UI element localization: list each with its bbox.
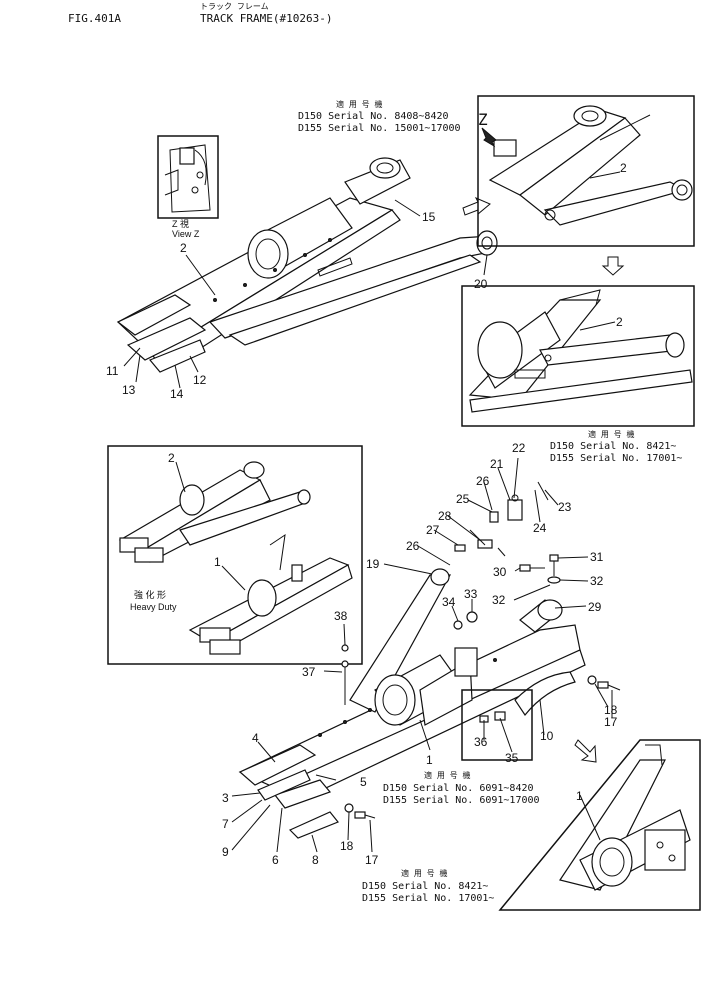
- callout-32-left: 32: [492, 593, 506, 607]
- callout-17-right: 17: [604, 715, 618, 729]
- callout-18-lower: 18: [340, 839, 354, 853]
- callout-38: 38: [334, 609, 348, 623]
- z-view-marker: Z: [478, 110, 488, 129]
- track-frame-top-drawing: [116, 157, 498, 373]
- detail-box-bottom: [498, 739, 701, 911]
- callout-21: 21: [490, 457, 504, 471]
- callout-11: 11: [106, 364, 119, 378]
- callout-2-heavy: 2: [168, 451, 175, 465]
- callout-34: 34: [442, 595, 456, 609]
- callout-30: 30: [493, 565, 507, 579]
- serial-block-3-line-2: D155 Serial No. 6091~17000: [383, 795, 540, 806]
- heavy-duty-box: [107, 445, 363, 665]
- callout-2-detail-upper: 2: [620, 161, 627, 175]
- detail-box-upper: [477, 95, 695, 247]
- view-z-inset: [157, 135, 219, 219]
- callout-36: 36: [474, 735, 488, 749]
- callout-3: 3: [222, 791, 229, 805]
- callout-10: 10: [540, 729, 554, 743]
- callout-13: 13: [122, 383, 136, 397]
- callout-35: 35: [505, 751, 519, 765]
- callout-14: 14: [170, 387, 184, 401]
- serial-block-2-line-1: D150 Serial No. 8421~: [550, 441, 676, 452]
- callout-25: 25: [456, 492, 470, 506]
- title-jp: トラック フレーム: [200, 2, 269, 11]
- serial-block-4-line-2: D155 Serial No. 17001~: [362, 893, 494, 904]
- figure-number: FIG.401A: [68, 12, 121, 25]
- track-frame-exploded-drawing: [238, 568, 586, 839]
- callout-numbers: 2 15 20 11 13 12 14 2 2 2 1 22 21 23 24 …: [106, 161, 627, 867]
- leader-lines: [123, 171, 621, 853]
- inset-box-35-36: [461, 689, 533, 761]
- callout-8: 8: [312, 853, 319, 867]
- serial-block-2-jp: 適 用 号 機: [588, 429, 634, 439]
- callout-15: 15: [422, 210, 436, 224]
- heavy-duty-jp: 強 化 形: [134, 589, 166, 600]
- callout-26-upper: 26: [476, 474, 490, 488]
- serial-block-3-line-1: D150 Serial No. 6091~8420: [383, 783, 534, 794]
- callout-18-right: 18: [604, 703, 618, 717]
- callout-37: 37: [302, 665, 316, 679]
- callout-9: 9: [222, 845, 229, 859]
- callout-26-lower: 26: [406, 539, 420, 553]
- callout-33: 33: [464, 587, 478, 601]
- figure-title: TRACK FRAME(#10263-): [200, 12, 332, 25]
- arrow-to-lower-detail-icon: [574, 739, 597, 763]
- callout-2-detail-lower: 2: [616, 315, 623, 329]
- callout-12: 12: [193, 373, 207, 387]
- bolt-35-icon: [494, 711, 506, 721]
- heavy-duty-label: Heavy Duty: [130, 602, 177, 612]
- callout-19: 19: [366, 557, 380, 571]
- callout-23: 23: [558, 500, 572, 514]
- serial-block-1-line-1: D150 Serial No. 8408~8420: [298, 111, 449, 122]
- callout-1-detail: 1: [576, 789, 583, 803]
- serial-block-1-line-2: D155 Serial No. 15001~17000: [298, 123, 461, 134]
- callout-5: 5: [360, 775, 367, 789]
- callout-29: 29: [588, 600, 602, 614]
- callout-27: 27: [426, 523, 440, 537]
- serial-block-2-line-2: D155 Serial No. 17001~: [550, 453, 682, 464]
- serial-block-1-jp: 適 用 号 機: [336, 99, 382, 109]
- serial-block-4-jp: 適 用 号 機: [401, 868, 447, 878]
- view-z-jp: Z 視: [172, 218, 189, 229]
- detail-box-lower: [461, 285, 695, 427]
- callout-17-lower: 17: [365, 853, 379, 867]
- callout-7: 7: [222, 817, 229, 831]
- callout-31: 31: [590, 550, 604, 564]
- callout-1-heavy: 1: [214, 555, 221, 569]
- callout-32-right: 32: [590, 574, 604, 588]
- callout-28: 28: [438, 509, 452, 523]
- arrow-down-icon: [601, 256, 625, 276]
- hardware-items: [341, 481, 621, 819]
- callout-2-top: 2: [180, 241, 187, 255]
- arrow-to-detail-icon: [462, 197, 491, 216]
- view-z-label: View Z: [172, 229, 200, 239]
- callout-22: 22: [512, 441, 526, 455]
- callout-24: 24: [533, 521, 547, 535]
- callout-20: 20: [474, 277, 488, 291]
- callout-6: 6: [272, 853, 279, 867]
- serial-block-3-jp: 適 用 号 機: [424, 770, 470, 780]
- callout-4: 4: [252, 731, 259, 745]
- z-arrow-icon: [481, 127, 497, 148]
- callout-1-main: 1: [426, 753, 433, 767]
- serial-block-4-line-1: D150 Serial No. 8421~: [362, 881, 488, 892]
